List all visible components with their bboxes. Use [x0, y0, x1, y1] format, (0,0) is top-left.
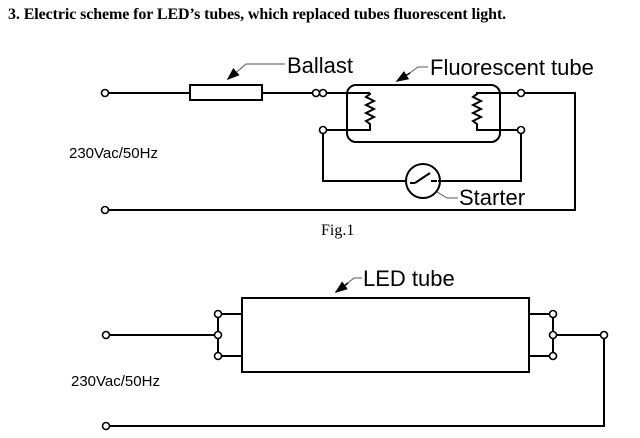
ballast-symbol: [189, 84, 263, 101]
terminal-led-right-mid: [548, 330, 558, 340]
tube-leader: [406, 66, 428, 76]
starter-wire-left: [322, 134, 407, 182]
figure-caption: Fig.1: [321, 222, 354, 239]
terminal-neutral-2: [101, 421, 111, 431]
tube-arrow-icon: [395, 71, 411, 82]
terminal-neutral: [100, 205, 110, 215]
terminal-led-right-upper: [548, 309, 558, 319]
terminal-right-upper: [516, 88, 526, 98]
terminal-led-right-lower: [548, 351, 558, 361]
section-heading: 3. Electric scheme for LED’s tubes, whic…: [8, 6, 507, 23]
led-tube-body: [241, 297, 530, 373]
starter-leader: [436, 191, 458, 199]
ballast-leader: [231, 63, 285, 77]
terminal-left-lower: [318, 125, 328, 135]
fluorescent-tube-label: Fluorescent tube: [430, 55, 594, 80]
terminal-led-left-lower: [213, 351, 223, 361]
starter-wire-right: [438, 134, 522, 182]
terminal-right-corner: [599, 330, 609, 340]
led-tube-label: LED tube: [363, 266, 455, 291]
starter-symbol: [405, 163, 441, 199]
ballast-arrow-icon: [226, 68, 240, 81]
terminal-ballast-1: [311, 88, 321, 98]
terminal-live: [100, 88, 110, 98]
figure-2-led-scheme: LED tube 230Vac/50Hz: [71, 266, 609, 431]
ballast-label: Ballast: [287, 53, 353, 78]
terminal-led-left-mid: [213, 330, 223, 340]
supply-voltage-label-2: 230Vac/50Hz: [71, 373, 160, 390]
terminal-ballast-2: [318, 88, 328, 98]
figure-1-fluorescent-scheme: Ballast Fluorescent tube Starter 230Vac/…: [69, 53, 594, 239]
supply-voltage-label: 230Vac/50Hz: [69, 145, 158, 162]
right-filament: [470, 92, 519, 131]
return-wire-neutral-2: [109, 339, 605, 427]
led-tube-arrow-icon: [334, 281, 349, 293]
terminal-led-left-upper: [213, 309, 223, 319]
left-filament: [325, 93, 377, 131]
starter-switch-contact: [414, 172, 431, 184]
starter-label: Starter: [459, 185, 525, 210]
terminal-right-lower: [516, 125, 526, 135]
return-wire-neutral: [108, 92, 576, 211]
terminal-live-2: [101, 330, 111, 340]
fluorescent-tube-body: [346, 84, 501, 143]
